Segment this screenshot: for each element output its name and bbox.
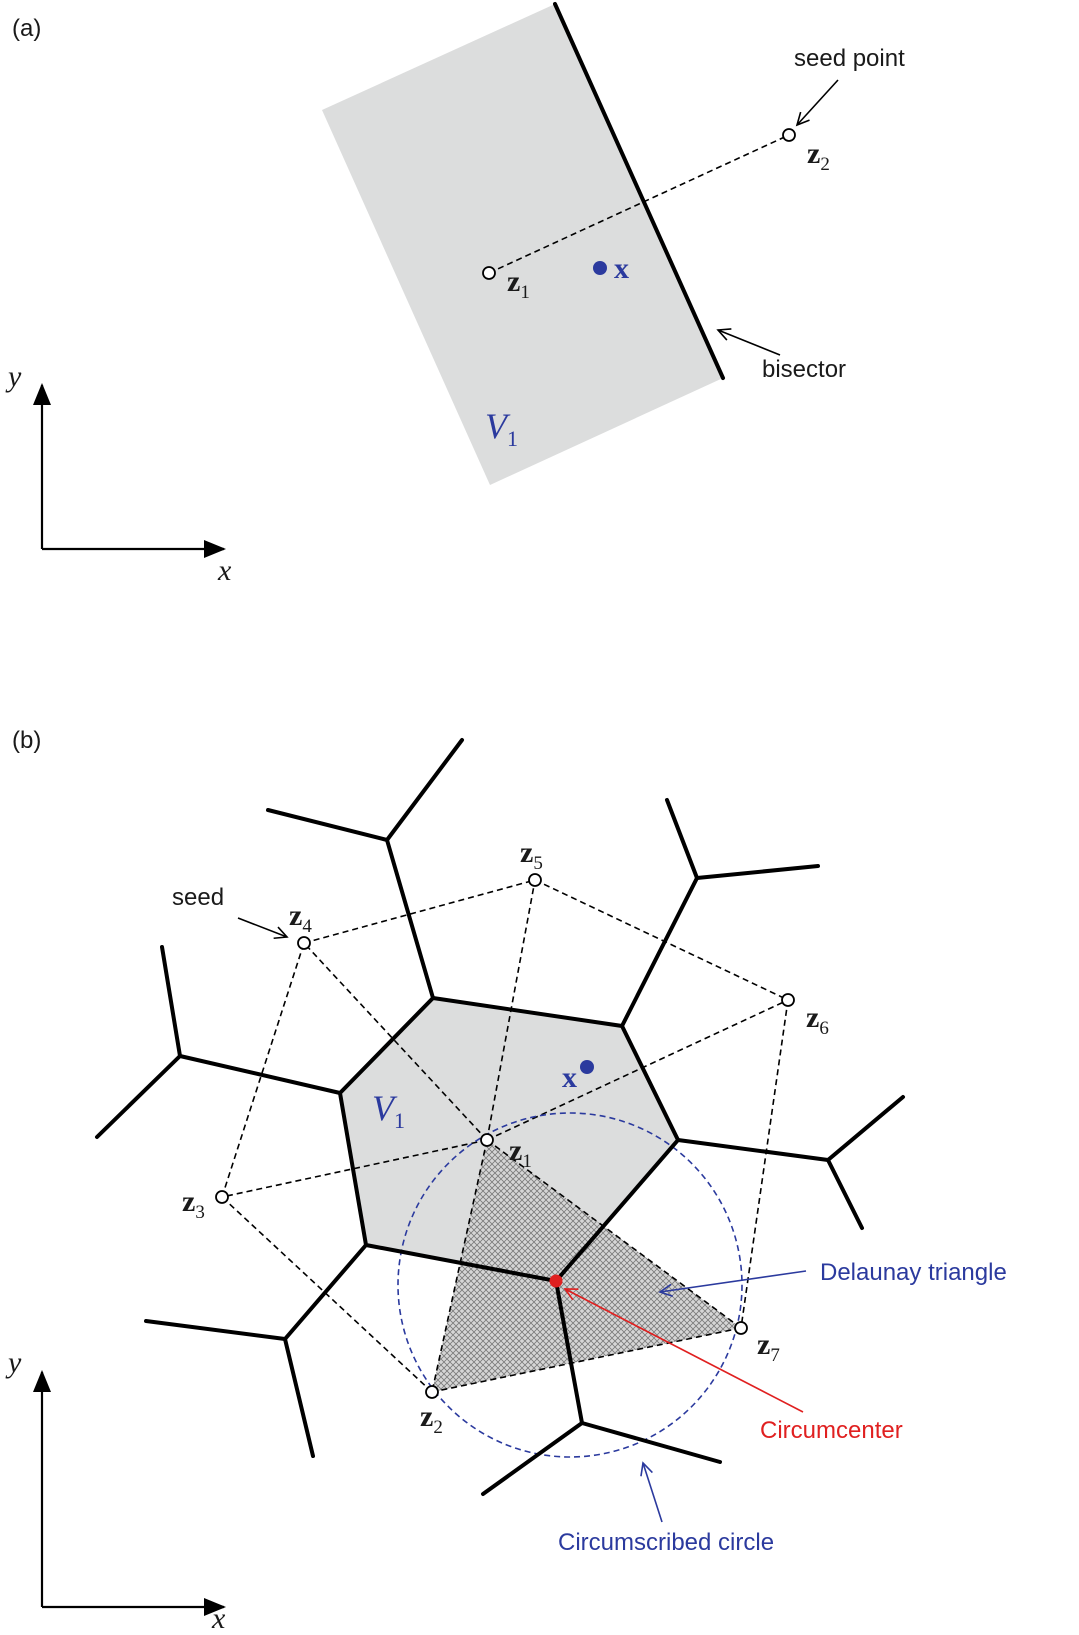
seed-z5 — [528, 873, 542, 887]
label-x: x — [614, 252, 629, 285]
seed-z7 — [734, 1321, 748, 1335]
label-z2: z2 — [807, 137, 830, 175]
panel-a-label: (a) — [12, 15, 41, 42]
label-z4: z4 — [289, 899, 312, 937]
seed-z2 — [425, 1385, 439, 1399]
label-z2: z2 — [420, 1400, 443, 1438]
seed-point-arrow — [795, 79, 839, 127]
seed-label: seed — [172, 884, 224, 911]
region-label-v1: V1 — [372, 1088, 405, 1133]
delaunay-triangle-arrow — [658, 1270, 807, 1297]
label-z1: z1 — [507, 265, 530, 303]
seed-z6 — [781, 993, 795, 1007]
circumcenter-arrow — [563, 1288, 804, 1413]
circumscribed-circle-label: Circumscribed circle — [558, 1529, 774, 1556]
bisector-arrow — [716, 328, 781, 356]
voronoi-edges — [95, 738, 905, 1496]
region-label-v1: V1 — [485, 406, 518, 451]
bisector-label: bisector — [762, 356, 846, 383]
panel-a: (a) z1 z2 x seed point bisector V1 y x — [5, 2, 905, 587]
label-x: x — [562, 1061, 577, 1094]
circumcenter-label: Circumcenter — [760, 1417, 903, 1444]
bisector-line — [553, 2, 725, 380]
panel-b: (b) — [5, 727, 1007, 1635]
label-z3: z3 — [182, 1185, 205, 1223]
seed-arrow — [237, 917, 289, 940]
x-axis-label: x — [211, 1602, 226, 1635]
seed-connector-line — [488, 134, 790, 274]
label-z1: z1 — [509, 1134, 532, 1172]
delaunay-triangle-label: Delaunay triangle — [820, 1259, 1007, 1286]
circumscribed-circle — [397, 1112, 743, 1458]
voronoi-cell-v1 — [322, 4, 723, 485]
y-axis-label: y — [5, 1346, 22, 1379]
seed-z2 — [782, 128, 796, 142]
label-z6: z6 — [806, 1001, 829, 1039]
seed-z4 — [297, 936, 311, 950]
seed-z1 — [482, 266, 496, 280]
point-x — [580, 1060, 594, 1074]
label-z7: z7 — [757, 1328, 780, 1366]
circumcenter-point — [549, 1274, 563, 1288]
seed-z1 — [480, 1133, 494, 1147]
panel-b-label: (b) — [12, 727, 41, 754]
point-x — [593, 261, 607, 275]
x-axis-label: x — [217, 554, 232, 587]
delaunay-triangle-shape — [432, 1140, 741, 1392]
seed-point-label: seed point — [794, 45, 905, 72]
circumscribed-circle-arrow — [640, 1461, 663, 1523]
y-axis-label: y — [5, 360, 22, 393]
label-z5: z5 — [520, 836, 543, 874]
seed-z3 — [215, 1190, 229, 1204]
